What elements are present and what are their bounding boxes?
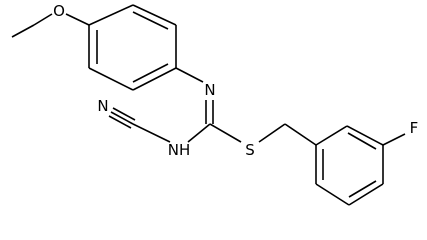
ring1-bond-2 bbox=[132, 4, 177, 26]
ring2-double-2 bbox=[348, 180, 377, 198]
nitrile-nitrogen-label: N bbox=[97, 97, 108, 115]
imine-double-bond bbox=[205, 100, 214, 124]
sulfur-atom-label: S bbox=[245, 141, 255, 159]
bond-nh-c bbox=[132, 123, 171, 143]
ethoxyphenyl-ring bbox=[88, 4, 177, 91]
ring1-bond-4 bbox=[132, 67, 177, 91]
bond-s-ch2 bbox=[258, 123, 286, 143]
ethoxy-group bbox=[11, 13, 90, 38]
bond-ch3-ch2 bbox=[11, 24, 35, 38]
bond-aryl-n bbox=[175, 67, 204, 83]
bond-c-s bbox=[209, 123, 242, 143]
ring2-bond-5 bbox=[315, 183, 350, 206]
triple-bond-a bbox=[110, 111, 134, 125]
chemical-structure: O N N NH S F bbox=[11, 2, 419, 206]
fluorophenyl-ring bbox=[315, 125, 384, 206]
amine-nitrogen-label: NH bbox=[168, 141, 191, 159]
oxygen-atom-label: O bbox=[53, 2, 65, 20]
ring1-bond-1 bbox=[88, 4, 134, 26]
bond-o-aryl bbox=[65, 13, 90, 26]
imine-nitrogen-label: N bbox=[204, 81, 215, 99]
ring2-double-1 bbox=[347, 132, 377, 150]
bond-ch2-aryl bbox=[284, 123, 317, 146]
ring2-bond-2 bbox=[346, 125, 384, 146]
ring1-double-1 bbox=[132, 11, 169, 30]
bond-c-f bbox=[382, 133, 406, 146]
ring1-bond-5 bbox=[88, 67, 134, 91]
fluorine-atom-label: F bbox=[410, 119, 419, 137]
triple-bond-c bbox=[112, 107, 136, 121]
triple-bond-b bbox=[108, 115, 132, 129]
ring2-bond-1 bbox=[315, 125, 348, 146]
ring2-bond-4 bbox=[348, 183, 384, 206]
ring1-double-2 bbox=[132, 63, 169, 83]
bond-ch2-o bbox=[33, 13, 53, 26]
bond-c-nh bbox=[187, 123, 211, 143]
cyano-group bbox=[108, 107, 171, 143]
